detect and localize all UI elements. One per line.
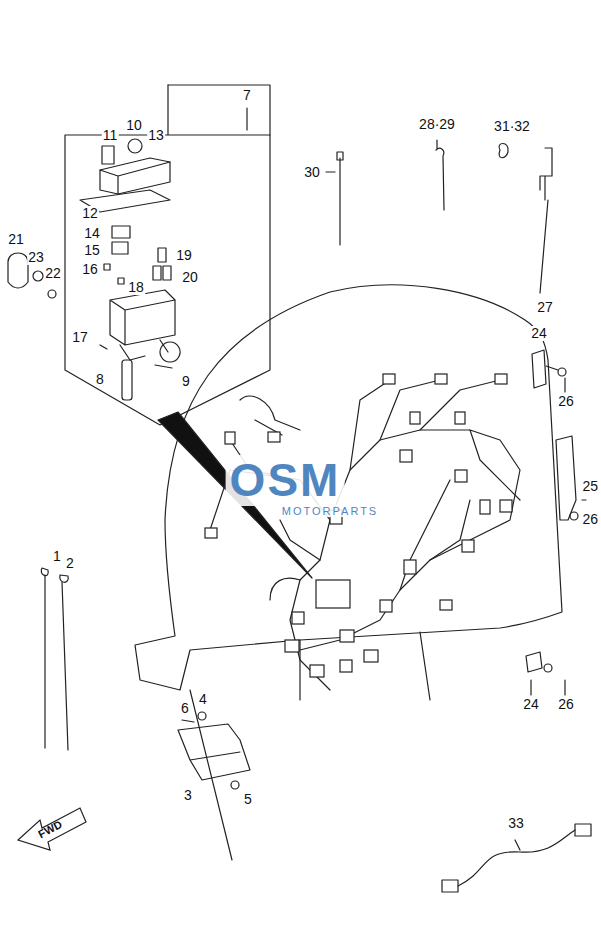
callout-number: 20 (181, 270, 199, 285)
callout-number: 13 (147, 128, 165, 143)
callout-number: 24 (530, 326, 548, 341)
callout-number: 4 (198, 692, 208, 707)
callout-number: 1 (52, 549, 62, 564)
callout-number: 19 (175, 248, 193, 263)
callout-number: 30 (303, 165, 321, 180)
callout-number: 21 (7, 232, 25, 247)
callout-number: 3 (183, 788, 193, 803)
callout-number: 17 (71, 330, 89, 345)
callout-number: 5 (243, 792, 253, 807)
direction-arrow-label: FWD (36, 818, 64, 840)
callout-number: 26 (557, 697, 575, 712)
callout-number: 9 (181, 374, 191, 389)
watermark-logo: OSM (226, 455, 345, 506)
callout-number: 12 (81, 206, 99, 221)
callout-number: 26 (581, 512, 599, 527)
callout-number: 27 (536, 300, 554, 315)
callout-number: 11 (102, 128, 119, 143)
callout-number: 7 (242, 88, 252, 103)
callout-number: 24 (522, 697, 540, 712)
callout-number: 31·32 (493, 119, 531, 134)
callout-number: 33 (507, 816, 525, 831)
callout-number: 10 (125, 118, 143, 133)
callout-number: 22 (44, 266, 62, 281)
callout-number: 28·29 (418, 117, 456, 132)
callout-number: 15 (83, 243, 101, 258)
callout-number: 14 (83, 226, 101, 241)
callout-number: 8 (95, 372, 105, 387)
callout-number: 23 (27, 250, 45, 265)
callout-number: 16 (81, 262, 99, 277)
callout-number: 26 (557, 394, 575, 409)
callout-number: 18 (127, 280, 145, 295)
callout-number: 6 (180, 701, 190, 716)
watermark-text: MOTORPARTS (279, 505, 381, 517)
callout-number: 25 (581, 479, 599, 494)
callout-number: 2 (65, 556, 75, 571)
